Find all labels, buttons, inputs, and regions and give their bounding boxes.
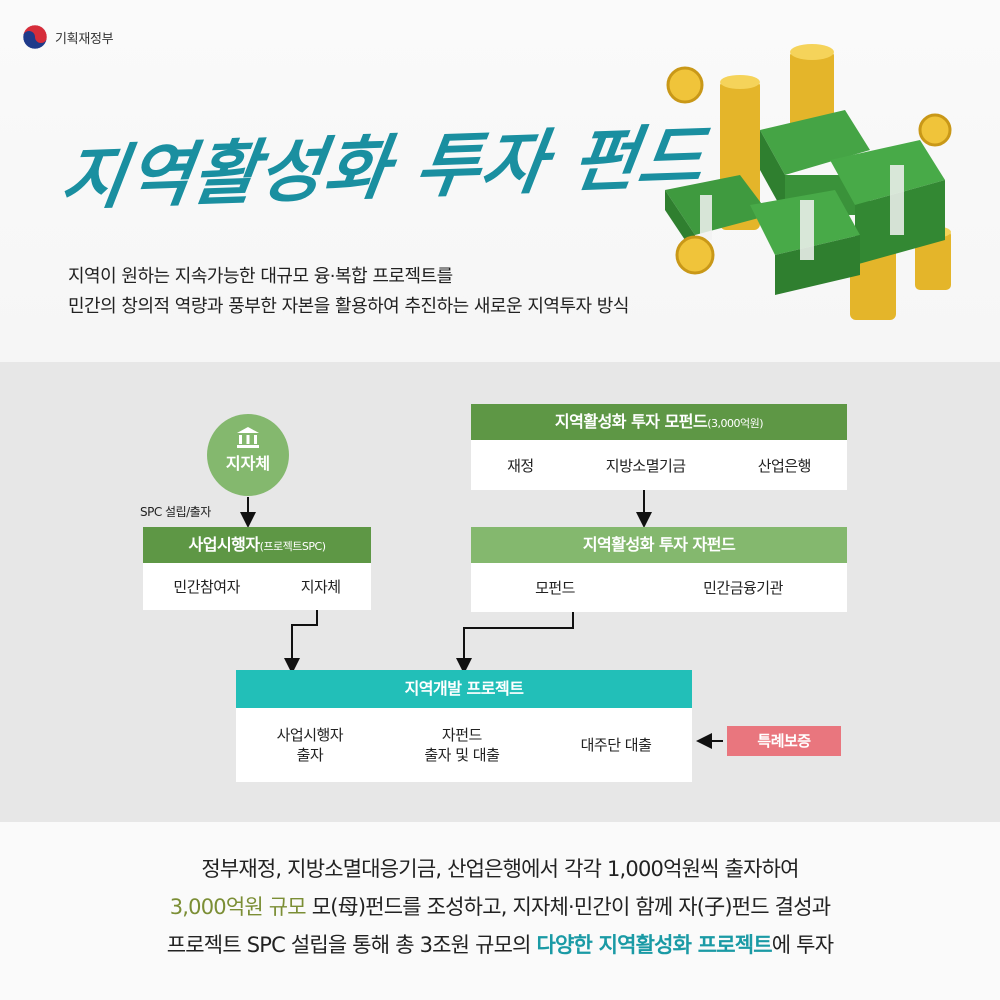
footer-line-3: 프로젝트 SPC 설립을 통해 총 3조원 규모의 다양한 지역활성화 프로젝트… [166,933,834,957]
spc-establish-label: SPC 설립/출자 [140,505,211,519]
mother-fund-item-kdb: 산업은행 [757,456,812,475]
brand: 기획재정부 [22,24,114,50]
footer-line-1: 정부재정, 지방소멸대응기금, 산업은행에서 각각 1,000억원씩 출자하여 [201,857,799,881]
local-government-label: 지자체 [225,454,271,473]
project-item-child-fund: 자펀드 출자 및 대출 [424,726,500,764]
mother-fund-items: 재정 지방소멸기금 산업은행 [471,440,847,490]
operator-item-private: 민간참여자 [173,578,240,596]
description: 지역이 원하는 지속가능한 대규모 융·복합 프로젝트를 민간의 창의적 역량과… [68,262,629,322]
child-fund-box: 지역활성화 투자 자펀드 모펀드 민간금융기관 [471,527,847,612]
child-fund-item-financial-institution: 민간금융기관 [703,579,783,597]
local-government-node: 지자체 [207,414,289,496]
brand-name: 기획재정부 [55,31,114,47]
footer-line-2: 3,000억원 규모 모(母)펀드를 조성하고, 지자체·민간이 함께 자(子)… [169,895,831,919]
operator-item-local-gov: 지자체 [300,578,341,596]
money-stack-illustration [665,44,952,320]
mother-fund-title: 지역활성화 투자 모펀드(3,000억원) [471,404,847,440]
operator-box: 사업시행자(프로젝트SPC) 민간참여자 지자체 [143,527,371,610]
description-line-2: 민간의 창의적 역량과 풍부한 자본을 활용하여 추진하는 새로운 지역투자 방… [68,296,629,317]
child-fund-title: 지역활성화 투자 자펀드 [471,527,847,563]
mother-fund-item-finance: 재정 [507,456,534,475]
operator-items: 민간참여자 지자체 [143,563,371,610]
child-fund-items: 모펀드 민간금융기관 [471,563,847,612]
arrow-child-to-project [456,612,574,674]
arrow-operator-to-project [284,610,318,674]
project-items: 사업시행자 출자 자펀드 출자 및 대출 대주단 대출 [236,708,692,782]
project-box: 지역개발 프로젝트 사업시행자 출자 자펀드 출자 및 대출 대주단 대출 [236,670,692,782]
footer-section: 정부재정, 지방소멸대응기금, 산업은행에서 각각 1,000억원씩 출자하여 … [0,822,1000,1000]
project-item-syndicate-loan: 대주단 대출 [580,736,652,754]
mother-fund-box: 지역활성화 투자 모펀드(3,000억원) 재정 지방소멸기금 산업은행 [471,404,847,490]
bank-building-icon [237,427,259,448]
header-section: 기획재정부 지역활성화 투자 펀드 지역이 원하는 지속가능한 대규모 융·복합… [0,0,1000,362]
child-fund-item-mother-fund: 모펀드 [535,579,575,597]
operator-title: 사업시행자(프로젝트SPC) [143,527,371,563]
mother-fund-item-regional-fund: 지방소멸기금 [605,456,686,475]
bill-stack-icon [665,110,945,295]
special-guarantee-badge: 특례보증 [727,726,841,756]
taegeuk-logo-icon [22,24,48,50]
project-item-operator: 사업시행자 출자 [276,726,344,764]
project-title: 지역개발 프로젝트 [236,670,692,708]
description-line-1: 지역이 원하는 지속가능한 대규모 융·복합 프로젝트를 [68,266,453,287]
